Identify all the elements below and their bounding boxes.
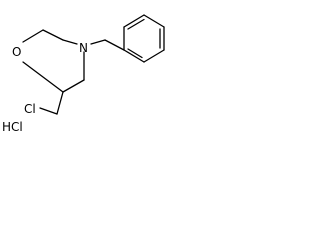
benzene-ring <box>123 14 165 63</box>
benzene-double-bond-1 <box>127 18 145 30</box>
benzene-bond-3 <box>143 14 165 28</box>
bond-n-ch2 <box>90 39 106 45</box>
bond-c6-c5 <box>42 29 64 41</box>
chlorine-atom-label: Cl <box>24 102 36 116</box>
bond-c2-o <box>22 61 64 93</box>
benzene-bond-6 <box>123 49 145 63</box>
benzene-bond-5 <box>143 49 165 63</box>
chloromethyl-group <box>39 91 64 115</box>
oxygen-atom-label: O <box>12 45 21 59</box>
hcl-salt-label: HCl <box>2 120 23 132</box>
bond-ch2-ipso <box>104 39 125 51</box>
bond-c5-n <box>62 39 78 45</box>
morpholine-ring <box>22 29 85 93</box>
benzene-double-bond-3 <box>127 48 143 59</box>
nitrogen-atom-label: N <box>79 41 88 55</box>
bond-ch2-cl <box>39 107 58 115</box>
benzene-bond-2 <box>123 14 145 28</box>
benzyl-group <box>90 39 125 51</box>
bond-o-c6 <box>22 29 44 43</box>
bond-c2-ch2 <box>56 91 64 115</box>
bond-c3-c2 <box>62 79 85 93</box>
chemical-structure-diagram: O N Cl HCl <box>2 14 165 132</box>
